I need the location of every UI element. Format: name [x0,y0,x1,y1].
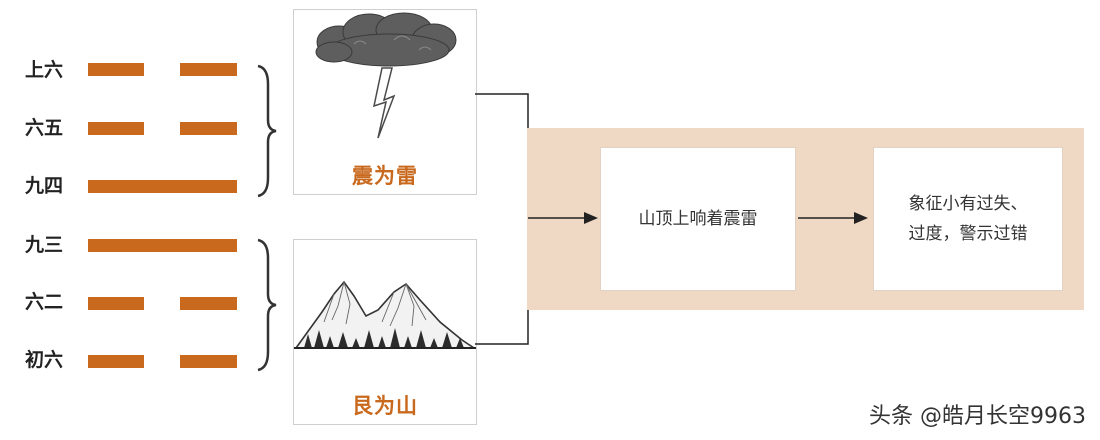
line-fourth-solid [88,180,237,193]
upper-brace [257,64,277,198]
step2-text-line2: 过度，警示过错 [908,224,1028,244]
step1-panel: 山顶上响着震雷 [600,147,796,291]
line-fifth-right-segment [180,122,237,135]
line-second-right-segment [180,297,237,310]
mountain-icon [294,280,476,349]
step2-text-line1: 象征小有过失、 [908,194,1028,214]
line-second-left-segment [88,297,144,310]
step1-text: 山顶上响着震雷 [638,209,758,229]
line-first-right-segment [180,355,237,368]
step2-panel: 象征小有过失、 过度，警示过错 [873,147,1063,291]
thundercloud-lightning-icon [315,12,457,139]
lower-brace [257,238,277,372]
line-label-third: 九三 [25,234,64,256]
arrow-to-step1 [528,212,598,224]
lower-trigram-label: 艮为山 [352,394,418,418]
lower-trigram-box: 艮为山 [293,239,477,425]
line-label-first: 初六 [25,349,64,371]
line-top-right-segment [180,63,237,76]
upper-trigram-label: 震为雷 [352,164,418,188]
line-label-top: 上六 [25,59,64,81]
upper-trigram-box: 震为雷 [293,9,477,195]
line-first-left-segment [88,355,144,368]
line-fifth-left-segment [88,122,144,135]
line-label-fourth: 九四 [25,175,64,197]
line-top-left-segment [88,63,144,76]
line-label-fifth: 六五 [25,117,64,139]
arrow-to-step2 [798,212,868,224]
line-third-solid [88,239,237,252]
line-label-second: 六二 [25,291,64,313]
watermark: 头条 @皓月长空9963 [869,404,1086,429]
